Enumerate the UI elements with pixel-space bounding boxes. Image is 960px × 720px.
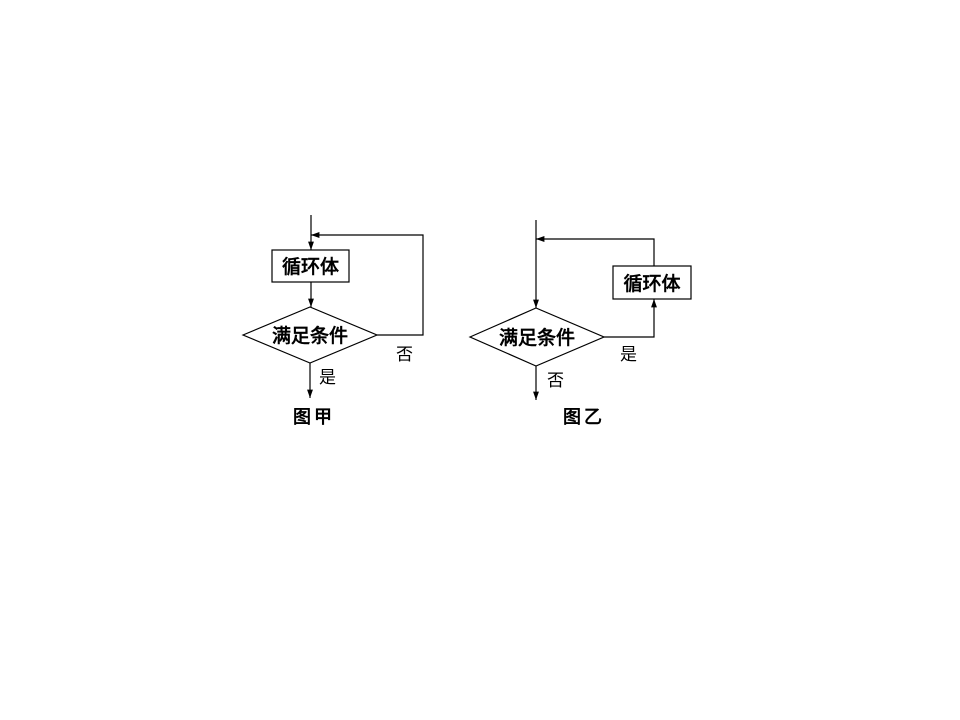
figure-b: 满足条件 是 循环体 否 图乙 [468, 220, 692, 428]
figure-b-caption: 图乙 [563, 407, 605, 428]
figure-a-no-label: 否 [396, 345, 413, 365]
figure-b-yes-branch-arrow [604, 299, 657, 338]
figure-a-process-label: 循环体 [282, 255, 340, 278]
figure-a: 循环体 满足条件 否 是 图甲 [241, 215, 424, 428]
figure-b-loop-back-arrow [536, 236, 655, 266]
figure-a-decision-label: 满足条件 [272, 324, 348, 347]
figure-b-yes-label: 是 [620, 345, 637, 365]
figure-b-decision-label: 满足条件 [499, 326, 575, 349]
figure-b-process-label: 循环体 [623, 272, 681, 295]
figure-a-no-loop-arrow [311, 232, 424, 336]
figure-b-no-label: 否 [547, 371, 564, 391]
figure-a-caption: 图甲 [293, 407, 335, 428]
figure-a-yes-label: 是 [319, 368, 336, 388]
figure-b-process-box [612, 265, 692, 300]
